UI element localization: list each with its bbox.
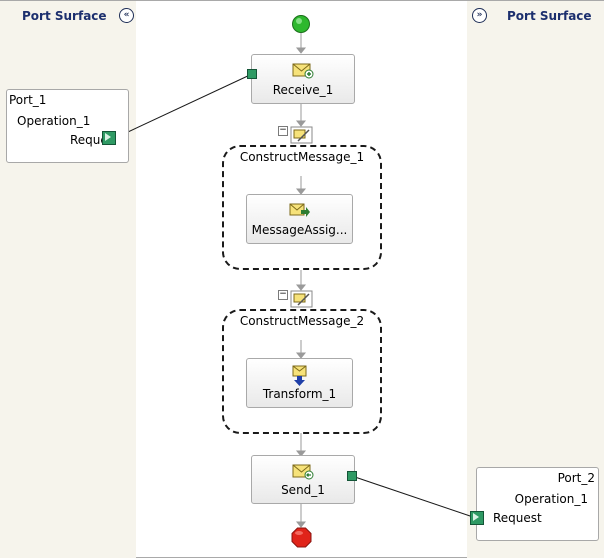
port-2-name: Port_2	[557, 471, 595, 485]
collapse-construct-2-button[interactable]: −	[278, 289, 288, 300]
right-port-surface-title: Port Surface	[507, 9, 592, 23]
port-1-message: Reque	[70, 133, 108, 147]
envelope-send-icon	[292, 464, 314, 480]
send-shape[interactable]: Send_1	[251, 455, 355, 504]
receive-shape-label: Receive_1	[272, 83, 334, 97]
construct-message-2-label: ConstructMessage_2	[239, 314, 365, 328]
transform-shape[interactable]: Transform_1	[246, 358, 353, 408]
port-2-message: Request	[493, 511, 542, 525]
construct-message-1-label: ConstructMessage_1	[239, 150, 365, 164]
collapse-construct-1-button[interactable]: −	[278, 125, 288, 136]
receive-port-handle[interactable]	[247, 69, 257, 79]
construct-message-icon	[290, 126, 313, 144]
envelope-receive-icon	[292, 63, 314, 79]
port-1-request-handle[interactable]	[102, 131, 116, 145]
stop-octagon-icon[interactable]	[291, 527, 312, 548]
port-1-box[interactable]: Port_1 Operation_1 Reque	[6, 89, 129, 163]
send-port-handle[interactable]	[347, 471, 357, 481]
start-circle-icon[interactable]	[291, 14, 311, 34]
expand-right-surface-button[interactable]: »	[472, 8, 487, 23]
port-2-binding-line	[351, 475, 477, 519]
construct-message-2-scope[interactable]: ConstructMessage_2	[222, 309, 382, 434]
port-1-name: Port_1	[9, 93, 47, 107]
port-2-request-handle[interactable]	[470, 511, 484, 525]
message-assignment-shape[interactable]: MessageAssig...	[246, 194, 353, 244]
port-1-binding-line	[114, 73, 253, 139]
envelope-transform-icon	[292, 365, 306, 386]
construct-message-1-scope[interactable]: ConstructMessage_1	[222, 145, 382, 270]
send-shape-label: Send_1	[281, 483, 325, 497]
right-port-surface[interactable]: » Port Surface	[467, 1, 604, 558]
receive-shape[interactable]: Receive_1	[251, 54, 355, 104]
port-2-box[interactable]: Port_2 Operation_1 Request	[476, 467, 599, 541]
left-port-surface-title: Port Surface	[22, 9, 107, 23]
construct-message-icon	[290, 290, 313, 308]
envelope-assign-icon	[289, 203, 310, 217]
collapse-left-surface-button[interactable]: «	[119, 8, 134, 23]
transform-label: Transform_1	[262, 387, 337, 401]
port-2-operation: Operation_1	[514, 492, 588, 506]
message-assignment-label: MessageAssig...	[251, 223, 348, 237]
port-1-operation: Operation_1	[17, 114, 91, 128]
